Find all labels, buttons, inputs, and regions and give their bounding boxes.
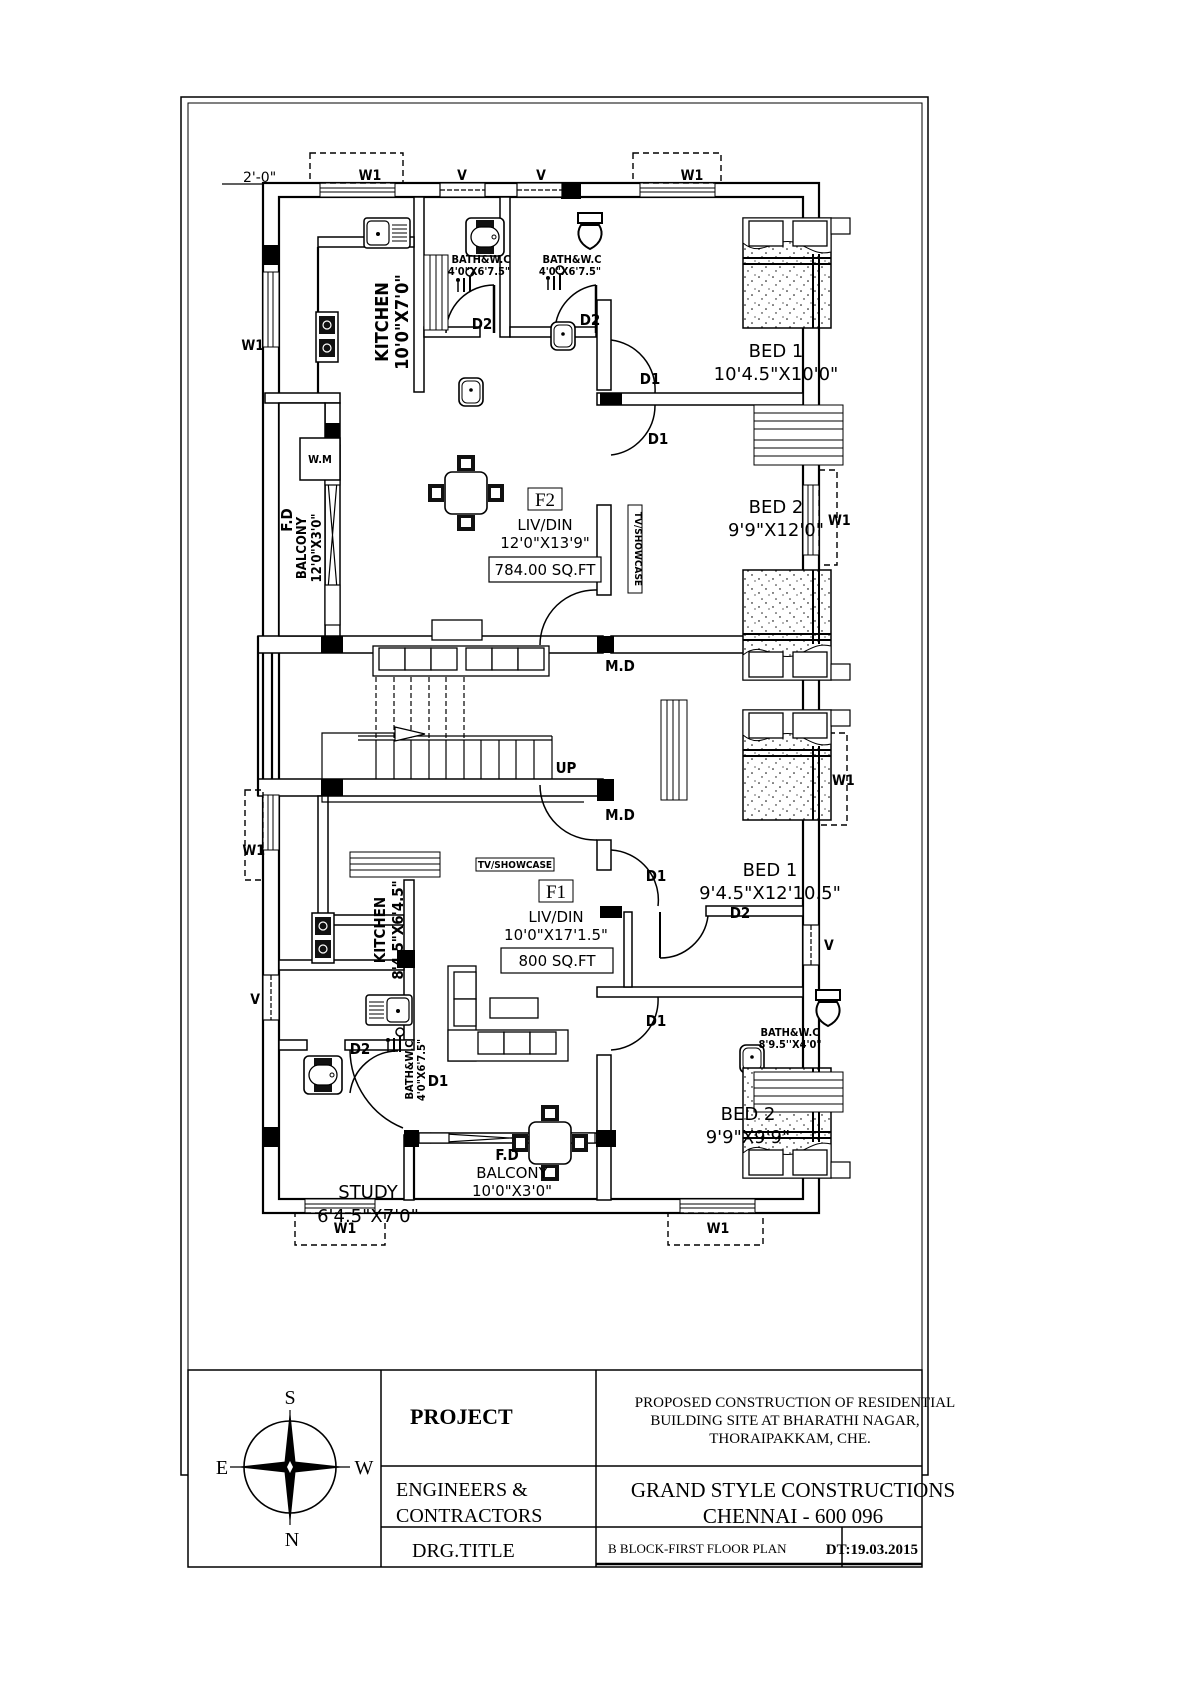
window-label: W1 [828,513,851,529]
living-name: LIV/DIN [528,908,583,926]
balcony-name: BALCONY [476,1164,548,1182]
door-label: D1 [428,1072,449,1090]
bath-size: 8'9.5''X4'0" [758,1038,821,1051]
flat-tag: F2 [535,490,555,511]
window-label: W1 [334,1221,357,1237]
bath-name: BATH&W.C [760,1026,819,1039]
kitchen-name: KITCHEN [371,897,389,963]
door-label: D2 [350,1040,371,1058]
living-area: 800 SQ.FT [518,952,596,970]
bed-name: BED 2 [721,1104,776,1125]
kitchen-size: 8'4.5"X6'4.5" [389,880,407,979]
living-size: 10'0"X17'1.5" [504,926,608,944]
bed-name: BED 1 [749,341,804,362]
door-label: D2 [472,315,493,333]
tv-showcase-label: TV/SHOWCASE [632,512,643,586]
bed-size: 9'9"X12'0" [728,520,824,541]
compass-north: N [285,1529,299,1551]
plan-labels: 2'-0" W1 W1 W1 W1 W1 W1 W1 W1 V V V V D2… [241,168,854,1237]
project-description-line: PROPOSED CONSTRUCTION OF RESIDENTIAL [635,1395,955,1411]
furniture-f1 [303,699,851,1182]
bed-name: BED 2 [749,497,804,518]
dimension-label: 2'-0" [243,170,276,186]
staircase [321,653,584,803]
drawing-date: DT:19.03.2015 [826,1542,918,1558]
bath-size: 4'0"X6'7.5" [539,265,601,278]
window-label: W1 [241,338,264,354]
study-size: 6'4.5"X7'0" [317,1206,419,1227]
living-name: LIV/DIN [517,516,572,534]
bed-size: 9'4.5"X12'10.5" [699,883,841,904]
kitchen-size: 10'0"X7'0" [392,274,413,370]
bath-size: 4'0"X6'7.5" [415,1039,428,1101]
bath-name: BATH&W.C [403,1040,416,1099]
ventilator-label: V [824,938,834,954]
ventilator-label: V [250,992,260,1008]
compass-south: S [284,1387,295,1409]
kitchen-name: KITCHEN [372,282,393,362]
door-label: D1 [646,867,667,885]
door-label: M.D [605,806,635,824]
door-label: M.D [605,657,635,675]
engineers-label: ENGINEERS & [396,1479,528,1501]
door-label: F.D [278,508,296,531]
ventilator-label: V [457,168,467,184]
project-description-line: BUILDING SITE AT BHARATHI NAGAR, [650,1413,919,1429]
flat-tag: F1 [546,882,566,903]
door-label: D1 [648,430,669,448]
balcony-name: BALCONY [295,516,310,579]
washing-machine-label: W.M [308,453,332,466]
bath-name: BATH&W.C [451,253,510,266]
engineers-label: CONTRACTORS [396,1505,542,1527]
compass-east: E [216,1457,228,1479]
living-area: 784.00 SQ.FT [495,561,597,579]
balcony-size: 12'0"X3'0" [310,513,325,582]
stair-label: UP [556,759,577,777]
living-size: 12'0"X13'9" [500,534,590,552]
bed-name: BED 1 [743,860,798,881]
tv-showcase-label: TV/SHOWCASE [478,860,552,871]
window-label: W1 [832,773,855,789]
door-label: F.D [495,1146,518,1164]
bath-name: BATH&W.C [542,253,601,266]
furniture-f2 [299,212,851,681]
window-label: W1 [242,843,265,859]
door-label: D1 [640,370,661,388]
window-label: W1 [707,1221,730,1237]
ventilator-label: V [536,168,546,184]
door-label: D2 [580,311,601,329]
balcony-size: 10'0"X3'0" [472,1182,552,1200]
company-name: GRAND STYLE CONSTRUCTIONS [631,1478,955,1502]
bed-size: 9'9"X9'9" [706,1127,791,1148]
window-label: W1 [359,168,382,184]
drawing-title: B BLOCK-FIRST FLOOR PLAN [608,1541,787,1556]
window-label: W1 [681,168,704,184]
bath-size: 4'0"X6'7.5" [448,265,510,278]
project-description-line: THORAIPAKKAM, CHE. [709,1431,871,1447]
door-label: D2 [730,904,751,922]
door-label: D1 [646,1012,667,1030]
drawing-title-label: DRG.TITLE [412,1540,515,1562]
study-name: STUDY [338,1182,398,1203]
company-address: CHENNAI - 600 096 [703,1504,883,1528]
project-label: PROJECT [410,1404,513,1429]
bed-size: 10'4.5"X10'0" [714,364,839,385]
north-arrow-compass: S E W N [216,1387,374,1551]
compass-west: W [355,1457,374,1479]
